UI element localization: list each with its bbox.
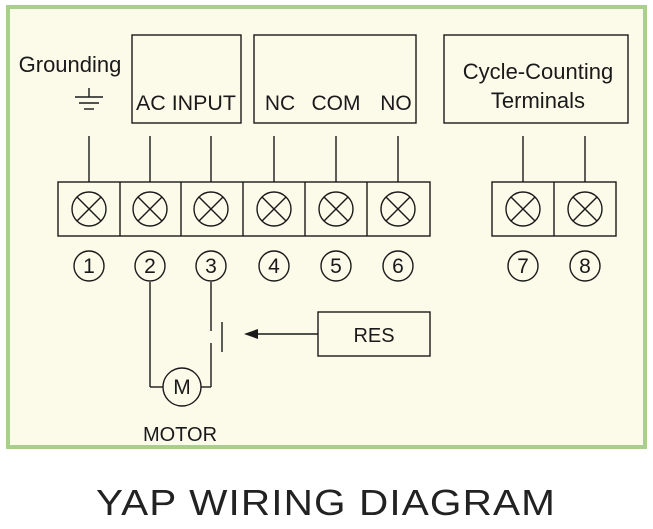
res-box <box>317 311 431 357</box>
terminal-number-1: 1 <box>73 250 105 282</box>
terminal-number-label: 8 <box>579 255 591 278</box>
grounding-label: Grounding <box>19 52 122 77</box>
terminal-screw-icon <box>380 191 416 227</box>
terminal-screw-icon <box>256 191 292 227</box>
ac-input-label: AC INPUT <box>136 92 236 115</box>
terminal-screw-icon <box>71 191 107 227</box>
terminal-number-label: 5 <box>330 255 342 278</box>
relay-output-box <box>253 34 417 124</box>
terminal-number-label: 4 <box>268 255 280 278</box>
terminals-label: Terminals <box>491 88 585 113</box>
res-switch-contact <box>210 322 223 352</box>
arrow-icon <box>244 329 318 339</box>
cycle-counting-label: Cycle-Counting <box>463 59 613 84</box>
motor-circuit <box>149 282 212 388</box>
terminal-block-counter <box>491 181 617 237</box>
terminal-number-2: 2 <box>134 250 166 282</box>
diagram-panel <box>6 5 647 449</box>
terminal-number-4: 4 <box>258 250 290 282</box>
terminal-screw-icon <box>505 191 541 227</box>
com-label: COM <box>312 92 361 115</box>
terminal-number-6: 6 <box>382 250 414 282</box>
terminal-number-label: 3 <box>205 255 217 278</box>
terminal-number-label: 6 <box>392 255 404 278</box>
nc-label: NC <box>265 92 295 115</box>
cycle-counting-box <box>443 34 629 124</box>
ground-symbol-icon <box>75 88 103 110</box>
terminal-number-7: 7 <box>507 250 539 282</box>
terminal-number-8: 8 <box>569 250 601 282</box>
terminal-block-main <box>57 181 431 237</box>
terminal-screw-icon <box>132 191 168 227</box>
diagram-title: YAP WIRING DIAGRAM <box>96 482 556 523</box>
terminal-screw-icon <box>193 191 229 227</box>
motor-symbol-label: M <box>173 376 191 399</box>
terminal-screw-icon <box>567 191 603 227</box>
terminal-number-label: 2 <box>144 255 156 278</box>
ac-input-box <box>131 34 242 124</box>
motor-label: MOTOR <box>143 424 217 446</box>
terminal-screw-icon <box>318 191 354 227</box>
terminal-number-label: 7 <box>517 255 529 278</box>
motor-icon <box>162 367 202 407</box>
terminal-number-3: 3 <box>195 250 227 282</box>
no-label: NO <box>380 92 412 115</box>
terminal-number-label: 1 <box>83 255 95 278</box>
res-label: RES <box>353 325 394 347</box>
terminal-number-5: 5 <box>320 250 352 282</box>
